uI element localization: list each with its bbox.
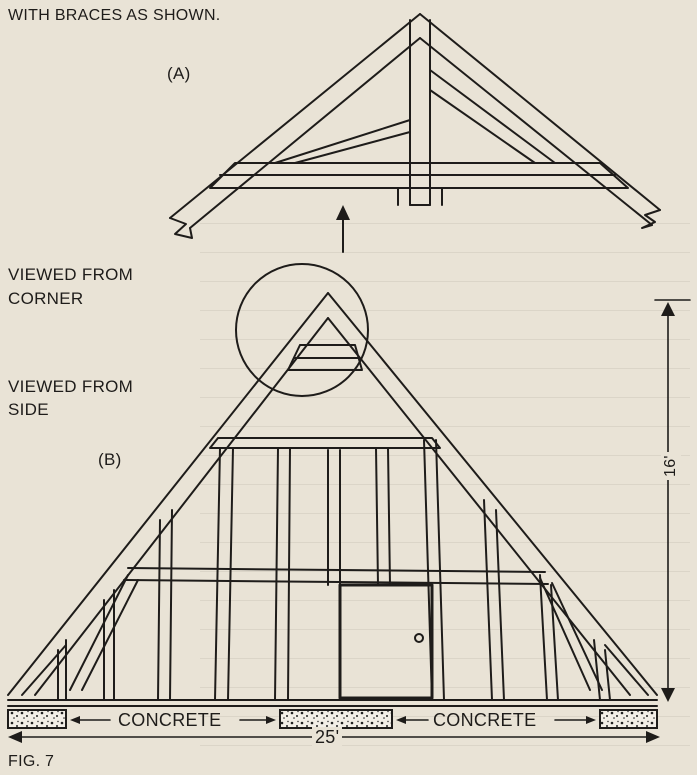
label-viewed-corner-2: CORNER (8, 289, 84, 308)
dimension-arrowheads (8, 302, 675, 743)
main-house-frame (7, 263, 658, 707)
label-concrete-left: CONCRETE (118, 710, 222, 730)
label-b: (B) (98, 450, 122, 469)
label-concrete-right: CONCRETE (433, 710, 537, 730)
heading-text: WITH BRACES AS SHOWN. (8, 7, 221, 24)
figure-label: FIG. 7 (8, 753, 55, 770)
concrete-footings (7, 709, 658, 729)
detail-a-roof-peak (169, 13, 661, 253)
label-viewed-side-2: SIDE (8, 400, 49, 419)
dimension-width: 25' (312, 727, 343, 747)
label-viewed-corner-1: VIEWED FROM (8, 265, 134, 284)
label-viewed-side-1: VIEWED FROM (8, 377, 134, 396)
dimension-height: 16' (661, 452, 681, 480)
label-a: (A) (167, 64, 191, 83)
